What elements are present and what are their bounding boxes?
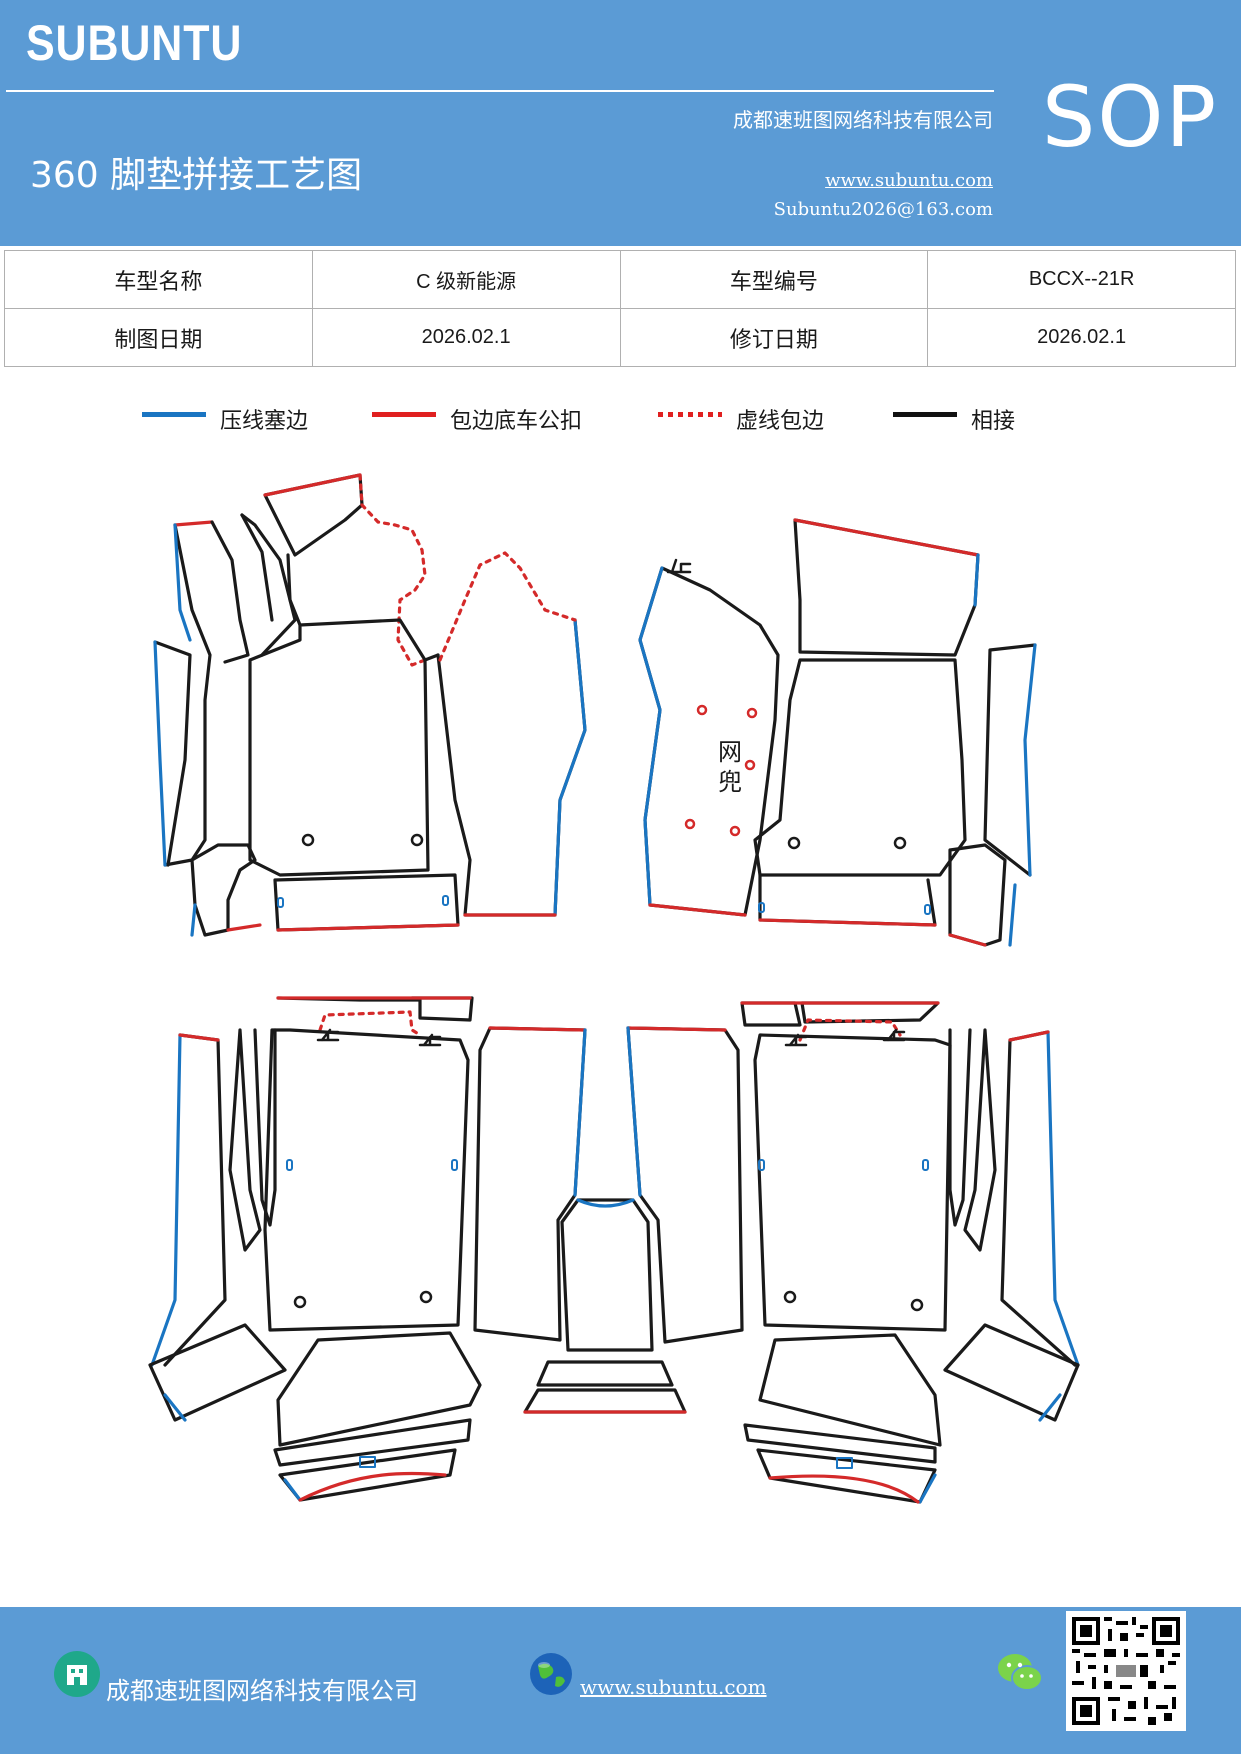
website-link[interactable]: www.subuntu.com (825, 170, 993, 191)
footer: 成都速班图网络科技有限公司 www.subuntu.com (0, 1607, 1241, 1754)
center-tunnel-mat (473, 1026, 744, 1414)
email-address[interactable]: Subuntu2026@163.com (773, 199, 993, 220)
legend-swatch-black (893, 412, 957, 417)
legend: 压线塞边 包边底车公扣 虚线包边 相接 (0, 398, 1241, 438)
footer-website-link[interactable]: www.subuntu.com (580, 1675, 767, 1699)
building-icon (54, 1651, 100, 1697)
model-code-label: 车型编号 (619, 250, 929, 309)
footer-company-name: 成都速班图网络科技有限公司 (106, 1677, 418, 1705)
wechat-icon (996, 1651, 1044, 1695)
table-row: 制图日期 2026.02.1 修订日期 2026.02.1 (4, 308, 1236, 367)
legend-label: 压线塞边 (220, 409, 309, 434)
globe-icon (528, 1651, 574, 1697)
draw-date-value: 2026.02.1 (311, 308, 621, 367)
qr-code (1066, 1611, 1186, 1731)
company-name: 成都速班图网络科技有限公司 (733, 108, 993, 132)
info-table: 车型名称 C 级新能源 车型编号 BCCX--21R 制图日期 2026.02.… (4, 250, 1236, 367)
net-pocket-label-bottom: 兜 (718, 768, 742, 796)
brand-logo: SUBUNTU (26, 15, 243, 71)
table-row: 车型名称 C 级新能源 车型编号 BCCX--21R (4, 250, 1236, 309)
model-name-label: 车型名称 (4, 250, 313, 309)
rear-left-mat (148, 996, 482, 1502)
front-right-mat: 网 兜 (638, 518, 1037, 947)
revise-date-value: 2026.02.1 (927, 308, 1236, 367)
legend-label: 包边底车公扣 (450, 409, 583, 434)
front-left-mat (153, 473, 587, 937)
sop-badge: SOP (1042, 68, 1219, 166)
legend-swatch-blue (142, 412, 206, 417)
header-divider (6, 90, 994, 92)
floor-mat-diagram: 网 兜 (148, 473, 1080, 1504)
legend-label: 相接 (971, 409, 1016, 434)
model-name-value: C 级新能源 (311, 250, 621, 309)
legend-swatch-dotted (658, 412, 722, 417)
rear-right-mat (740, 1001, 1080, 1504)
legend-swatch-red (372, 412, 436, 417)
revise-date-label: 修订日期 (619, 308, 929, 367)
model-code-value: BCCX--21R (927, 250, 1236, 309)
net-pocket-label-top: 网 (718, 738, 742, 766)
header-banner: SUBUNTU 成都速班图网络科技有限公司 360 脚垫拼接工艺图 www.su… (0, 0, 1241, 246)
draw-date-label: 制图日期 (4, 308, 313, 367)
page-title: 360 脚垫拼接工艺图 (30, 155, 363, 196)
legend-label: 虚线包边 (736, 409, 825, 434)
